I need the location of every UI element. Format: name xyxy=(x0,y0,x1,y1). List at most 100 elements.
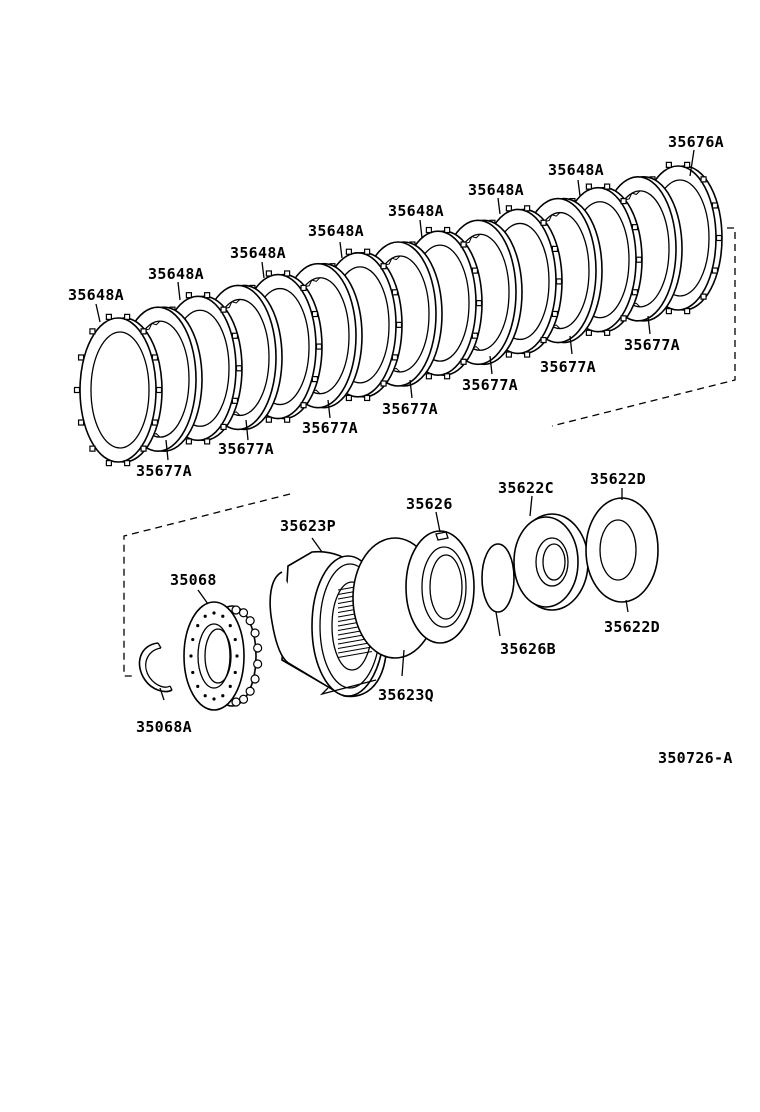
label-35648A: 35648A xyxy=(468,181,524,199)
plate-tooth xyxy=(77,354,85,361)
label-35648A: 35648A xyxy=(388,202,444,220)
clutch-roller xyxy=(233,670,237,675)
clutch-roller xyxy=(189,654,193,658)
plate-tooth xyxy=(684,308,691,315)
label-35677A: 35677A xyxy=(136,462,192,480)
label-35677A: 35677A xyxy=(382,400,438,418)
plate-tooth xyxy=(89,445,96,452)
plate-tooth xyxy=(300,284,307,292)
plate-tooth xyxy=(364,394,371,402)
plate-tooth xyxy=(391,354,399,361)
retainer xyxy=(513,513,589,611)
plate-tooth xyxy=(604,183,611,190)
plate-tooth xyxy=(425,373,432,380)
plate-bore xyxy=(90,331,150,449)
part-labels: 35676A 35648A 35648A 35648A 35648A 35648… xyxy=(68,133,732,767)
label-35677A: 35677A xyxy=(302,419,358,437)
clutch-roller xyxy=(233,637,237,642)
plate-tooth xyxy=(540,336,547,344)
outer-roller xyxy=(231,697,241,707)
outer-roller xyxy=(250,674,260,684)
plate-tooth xyxy=(220,306,227,313)
plate-tooth xyxy=(124,460,131,467)
label-35622D: 35622D xyxy=(590,470,646,488)
clutch-plate-stack xyxy=(73,161,723,467)
dashed-boundary-upper xyxy=(551,227,736,427)
label-35677A: 35677A xyxy=(218,440,274,458)
plate-tooth xyxy=(715,234,723,242)
clutch-roller xyxy=(191,670,195,675)
label-35648A: 35648A xyxy=(68,286,124,304)
clutch-roller xyxy=(212,697,216,701)
label-35648A: 35648A xyxy=(548,161,604,179)
plate-tooth xyxy=(684,161,691,168)
dashed-boundary-lower xyxy=(123,493,291,677)
plate-tooth xyxy=(380,263,387,270)
plate-tooth xyxy=(140,328,147,335)
plate-tooth xyxy=(620,197,627,205)
plate-tooth xyxy=(604,329,611,336)
plate-tooth xyxy=(551,310,559,318)
plate-tooth xyxy=(155,386,163,394)
plate-tooth xyxy=(471,267,479,274)
plate-tooth xyxy=(284,270,291,277)
label-35068: 35068 xyxy=(170,571,217,589)
plate-tooth xyxy=(364,248,371,255)
plate-tooth xyxy=(460,358,467,365)
label-35677A: 35677A xyxy=(462,376,518,394)
plate-tooth xyxy=(631,289,639,296)
clutch-roller xyxy=(221,614,225,618)
piston xyxy=(405,530,475,644)
plate-tooth xyxy=(311,310,319,318)
plate-tooth xyxy=(140,445,147,452)
plate-tooth xyxy=(311,376,319,383)
plate-tooth xyxy=(220,423,227,431)
plate-tooth xyxy=(231,332,239,339)
plate-tooth xyxy=(345,248,352,255)
plate-tooth xyxy=(185,292,192,299)
clutch-roller xyxy=(212,611,216,615)
leader-lines-lower xyxy=(159,488,629,701)
outer-roller xyxy=(245,686,255,696)
clutch-roller xyxy=(203,614,207,618)
plate-tooth xyxy=(555,278,563,285)
label-35622D: 35622D xyxy=(604,618,660,636)
plate-tooth xyxy=(105,460,112,467)
clutch-roller xyxy=(196,623,200,628)
plate-tooth xyxy=(345,394,352,402)
plate-tooth xyxy=(395,321,403,328)
plate-tooth xyxy=(105,313,112,320)
plate-tooth xyxy=(700,293,707,300)
plate-tooth xyxy=(585,329,592,336)
label-35648A: 35648A xyxy=(148,265,204,283)
snap-ring xyxy=(138,642,173,693)
outer-roller xyxy=(250,628,260,638)
plate-tooth xyxy=(77,419,85,426)
plate-tooth xyxy=(475,300,483,307)
one-way-clutch xyxy=(183,601,263,711)
plate-tooth xyxy=(231,397,239,404)
plate-tooth xyxy=(524,205,531,212)
plate-tooth xyxy=(235,365,243,372)
plate-tooth xyxy=(460,241,467,248)
plate-tooth xyxy=(471,332,479,339)
plate-tooth xyxy=(635,256,643,263)
plate-tooth xyxy=(284,416,291,423)
clutch-roller xyxy=(196,684,200,689)
outer-roller xyxy=(238,694,249,704)
clutch-roller xyxy=(228,623,232,628)
label-35677A: 35677A xyxy=(624,336,680,354)
plate-tooth xyxy=(124,313,131,320)
plate-tooth xyxy=(665,161,672,168)
clutch-roller xyxy=(191,637,195,642)
plate-tooth xyxy=(551,245,559,252)
clutch-roller xyxy=(203,694,207,698)
clutch-roller xyxy=(228,684,232,689)
plate-tooth xyxy=(665,308,672,315)
plate-tooth xyxy=(151,419,159,426)
plate-tooth xyxy=(73,386,81,394)
plate-tooth xyxy=(700,176,707,183)
label-35623Q: 35623Q xyxy=(378,686,434,704)
